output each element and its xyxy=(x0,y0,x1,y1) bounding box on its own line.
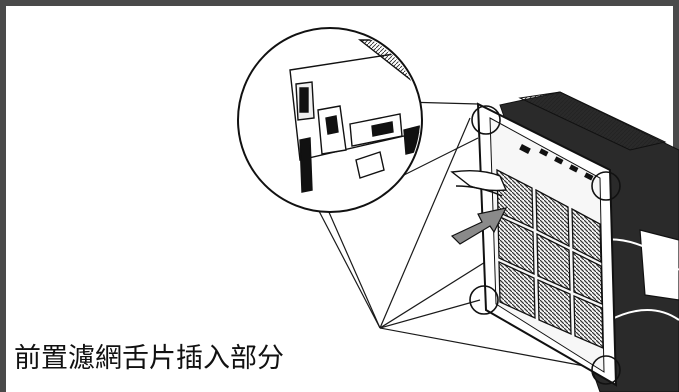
zoom-detail xyxy=(237,27,423,213)
filter-grid xyxy=(496,168,604,349)
tab-highlight-circles xyxy=(469,105,621,385)
frame-top-border xyxy=(0,0,679,6)
frame-left-border xyxy=(0,0,6,392)
caption-label: 前置濾網舌片插入部分 xyxy=(14,343,284,374)
pull-hand xyxy=(450,169,508,197)
top-slots xyxy=(519,144,594,181)
pull-arrow-icon xyxy=(450,207,508,245)
